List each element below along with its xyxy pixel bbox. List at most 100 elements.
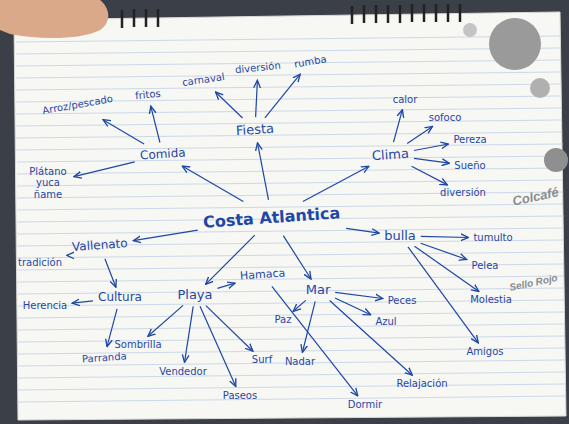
- mind-map-word: Fiesta: [233, 120, 276, 140]
- mind-map-word: Plátano yuca ñame: [25, 165, 71, 202]
- arrow-connector: [258, 143, 269, 200]
- node-text: Vallenato: [72, 237, 129, 255]
- mind-map-word: tumulto: [471, 231, 514, 245]
- mind-map-word: Amigos: [464, 345, 505, 359]
- node-text: fritos: [135, 88, 162, 102]
- node-text: Cultura: [98, 291, 142, 305]
- mind-map-word: Peces: [386, 294, 419, 308]
- node-text: Azul: [375, 316, 396, 328]
- ruled-lines: [16, 36, 566, 402]
- arrow-connector: [394, 110, 403, 143]
- arrow-connector: [72, 301, 93, 303]
- mind-map-word: Herencia: [21, 299, 69, 313]
- node-text: Clima: [371, 146, 409, 163]
- arrow-connector: [414, 144, 448, 151]
- arrow-connector: [103, 120, 144, 144]
- node-text: Parranda: [81, 351, 126, 366]
- mind-map-word: diversión: [438, 186, 488, 200]
- arrow-connector: [412, 166, 448, 185]
- arrow-connector: [148, 305, 183, 336]
- mind-map-word: Paseos: [221, 389, 259, 403]
- arrow-connector: [217, 283, 235, 288]
- node-text: Dormir: [348, 399, 382, 411]
- arrow-connector: [256, 80, 258, 117]
- mind-map-word: Playa: [175, 287, 214, 304]
- mind-map-word: Paz: [273, 313, 294, 327]
- mind-map-word: Hamaca: [238, 266, 288, 284]
- page-print-circles: [463, 18, 568, 172]
- mind-map-word: bulla: [382, 228, 418, 245]
- mind-map-word: sofoco: [427, 111, 464, 125]
- arrow-connector: [283, 236, 311, 279]
- mind-map-word: calor: [391, 93, 420, 107]
- mind-map-word: tradición: [16, 256, 64, 270]
- node-text: Fiesta: [236, 121, 275, 139]
- node-text: Mar: [306, 283, 331, 298]
- node-text: Paseos: [223, 390, 257, 402]
- node-text: diversión: [440, 187, 486, 199]
- arrow-connector: [272, 286, 358, 396]
- mind-map-word: Surf: [250, 353, 274, 367]
- node-text: calor: [393, 94, 418, 106]
- node-text: Molestia: [470, 294, 512, 306]
- node-text: bulla: [384, 229, 416, 244]
- mind-map-word: Sueño: [452, 159, 487, 173]
- arrow-connector: [421, 236, 469, 237]
- mind-map-word: Relajación: [394, 377, 449, 391]
- mind-map-word: Clima: [369, 145, 411, 165]
- arrow-connector: [206, 306, 253, 352]
- arrow-connector: [303, 166, 369, 201]
- arrow-connector: [335, 292, 383, 298]
- arrow-connector: [335, 298, 371, 315]
- mind-map-word: Pelea: [470, 259, 501, 273]
- mind-map-word: Cultura: [96, 290, 144, 306]
- node-text: tradición: [18, 257, 62, 269]
- node-text: Playa: [177, 288, 212, 303]
- holding-hand: [0, 0, 108, 38]
- arrow-connector: [133, 230, 198, 241]
- arrow-connector: [66, 255, 67, 256]
- node-text: sofoco: [429, 112, 462, 124]
- arrow-connector: [421, 243, 467, 259]
- node-text: Plátano yuca ñame: [27, 166, 69, 201]
- node-text: Vendedor: [159, 366, 207, 378]
- arrow-connector: [265, 74, 300, 118]
- arrow-connector: [407, 126, 432, 143]
- arrow-connector: [216, 92, 243, 118]
- arrow-connector: [151, 106, 160, 142]
- node-text: Peces: [388, 295, 417, 307]
- mind-map-word: Dormir: [346, 398, 384, 412]
- mind-map-word: Pereza: [451, 133, 488, 147]
- notebook-page: [14, 12, 566, 420]
- arrow-connector: [346, 228, 379, 233]
- node-text: Relajación: [396, 378, 447, 390]
- mind-map-word: Mar: [304, 282, 333, 299]
- node-text: Comida: [140, 147, 187, 164]
- node-text: Herencia: [23, 300, 67, 312]
- mind-map-word: Vendedor: [157, 365, 209, 379]
- arrow-connector: [105, 259, 116, 288]
- arrow-connector: [74, 162, 135, 177]
- mind-map-word: Molestia: [468, 293, 514, 307]
- node-text: Sombrilla: [114, 339, 161, 351]
- node-text: Pereza: [453, 134, 486, 146]
- node-text: Pelea: [472, 260, 499, 272]
- node-text: Nadar: [285, 356, 315, 368]
- mind-map-word: Sombrilla: [112, 338, 163, 352]
- arrow-connector: [185, 306, 194, 362]
- node-text: tumulto: [473, 232, 512, 244]
- mind-map-word: Nadar: [283, 355, 317, 369]
- arrow-connector: [408, 247, 478, 343]
- arrow-connector: [414, 158, 449, 163]
- node-text: Sueño: [454, 160, 485, 172]
- node-text: Paz: [275, 314, 292, 326]
- arrow-connector: [182, 166, 243, 201]
- spiral-binding: [122, 4, 460, 28]
- arrow-connector: [330, 301, 413, 376]
- node-text: Hamaca: [240, 267, 286, 283]
- node-text: Surf: [252, 354, 272, 366]
- node-text: Amigos: [466, 346, 503, 358]
- arrow-connector: [293, 300, 306, 311]
